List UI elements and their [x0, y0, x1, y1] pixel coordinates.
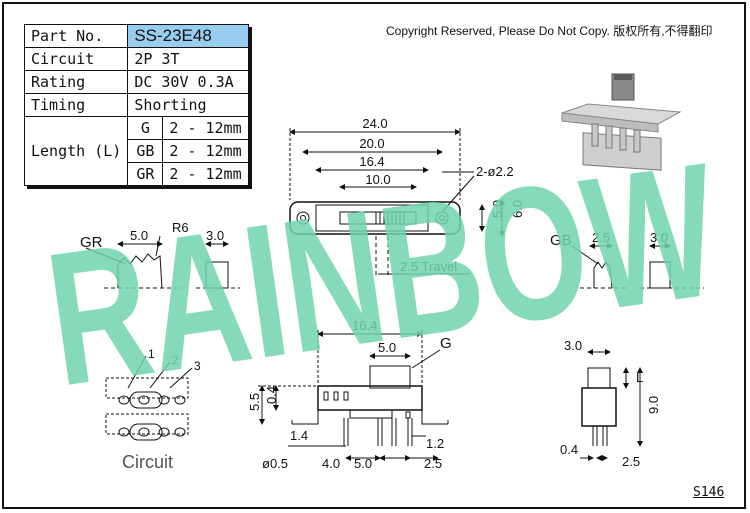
copyright-notice: Copyright Reserved, Please Do Not Copy. …	[386, 24, 713, 38]
dim-10: 10.0	[365, 172, 390, 187]
dim-20: 20.0	[359, 136, 384, 151]
gr-detail	[85, 235, 240, 289]
gb-label: GB	[550, 232, 572, 249]
front-view	[258, 330, 449, 461]
length-code-gr: GR	[127, 162, 164, 186]
length-range-gr: 2 - 12mm	[162, 162, 249, 186]
spec-table: Part No. SS-23E48 Circuit 2P 3T Rating D…	[23, 24, 249, 186]
product-photo	[561, 73, 682, 171]
side-dim-0-4: 0.4	[560, 442, 578, 457]
front-dim-2-5: 2.5	[424, 456, 442, 471]
dim-5: 5.0	[490, 200, 505, 218]
front-dim-5-5: 5.5	[247, 393, 262, 411]
gr-width-2: 3.0	[206, 228, 224, 243]
travel-label: 2.5 Travel	[400, 259, 457, 274]
dim-16-4: 16.4	[359, 154, 384, 169]
page-code: S146	[693, 485, 725, 500]
length-range-g: 2 - 12mm	[162, 116, 249, 140]
circuit-label: Circuit	[23, 47, 129, 71]
side-view	[580, 349, 643, 461]
dim-24: 24.0	[362, 116, 387, 131]
front-dim-16-4: 16.4	[352, 318, 377, 333]
circuit-title: Circuit	[122, 452, 173, 472]
front-dim-1-2: 1.2	[426, 436, 444, 451]
circuit-pin-2: 2	[172, 353, 179, 367]
gb-detail	[571, 243, 704, 289]
side-dim-l: L	[636, 370, 643, 385]
part-no-value: SS-23E48	[127, 24, 249, 48]
gb-width: 2.5	[592, 230, 610, 245]
side-dim-3: 3.0	[564, 338, 582, 353]
front-g-label: G	[440, 335, 452, 352]
side-dim-2-5: 2.5	[622, 454, 640, 469]
side-dim-9: 9.0	[646, 396, 661, 414]
gb-width-2: 3.0	[650, 230, 668, 245]
front-dim-5-b: 5.0	[354, 456, 372, 471]
circuit-diagram	[105, 355, 193, 441]
length-label: Length (L)	[23, 116, 129, 186]
rating-value: DC 30V 0.3A	[127, 70, 249, 94]
front-dim-4: 4.0	[322, 456, 340, 471]
front-dim-0-4: 0.4	[264, 386, 279, 404]
front-dim-5: 5.0	[378, 340, 396, 355]
dim-hole: 2-ø2.2	[476, 164, 514, 179]
circuit-pin-3: 3	[194, 359, 201, 373]
dim-6: 6.0	[510, 200, 525, 218]
length-code-g: G	[127, 116, 164, 140]
gr-width: 5.0	[130, 228, 148, 243]
gr-radius: R6	[172, 220, 189, 235]
rating-label: Rating	[23, 70, 129, 94]
circuit-pin-1: 1	[148, 347, 155, 361]
top-view	[289, 128, 505, 278]
timing-label: Timing	[23, 93, 129, 117]
front-dim-pin-dia: ø0.5	[262, 456, 288, 471]
gr-label: GR	[80, 234, 103, 251]
front-dim-1-4: 1.4	[290, 428, 308, 443]
